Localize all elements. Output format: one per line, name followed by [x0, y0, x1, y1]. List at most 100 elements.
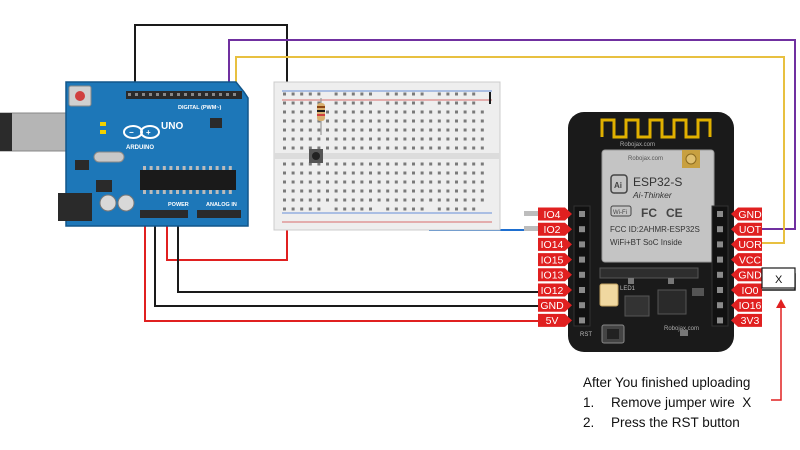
breadboard-hole: [386, 180, 390, 184]
breadboard-hole: [455, 207, 458, 211]
breadboard-hole: [437, 101, 441, 105]
instructions-note: After You finished uploading 1.Remove ju…: [583, 373, 751, 433]
breadboard-hole: [403, 189, 407, 193]
breadboard-hole: [429, 119, 433, 123]
pin-label-right: IO0: [742, 285, 759, 297]
header-pin: [579, 271, 585, 278]
breadboard-hole: [377, 128, 381, 132]
header-pin: [717, 211, 723, 217]
breadboard-hole: [334, 128, 338, 132]
wire-yellow-rx: [235, 56, 785, 244]
breadboard-hole: [308, 189, 312, 193]
breadboard-hole: [394, 128, 398, 132]
module-maker: Ai-Thinker: [632, 190, 673, 200]
wifi-logo: [610, 205, 632, 217]
breadboard-hole: [437, 128, 441, 132]
ai-logo: [610, 174, 628, 194]
breadboard-hole: [377, 137, 381, 141]
breadboard-hole: [300, 180, 304, 184]
breadboard-hole: [300, 128, 304, 132]
breadboard-hole: [386, 92, 390, 96]
breadboard-hole: [317, 198, 321, 202]
header-pin: [717, 271, 723, 278]
breadboard-hole: [446, 162, 450, 166]
breadboard-hole: [360, 162, 364, 166]
chip-pin: [195, 190, 199, 194]
breadboard-hole: [326, 162, 329, 166]
breadboard-hole: [377, 119, 381, 123]
chip-pin: [169, 166, 173, 170]
breadboard-hole: [472, 92, 476, 96]
breadboard-hole: [283, 128, 286, 132]
arduino-logo: − +: [123, 125, 160, 139]
pin-label-right: GND: [738, 209, 762, 221]
wifi-logo-glyph: Wi-Fi: [613, 210, 627, 216]
chip-pin: [182, 166, 186, 170]
breadboard-hole: [326, 128, 329, 132]
pin-label-left: IO4: [544, 209, 561, 221]
breadboard-hole: [437, 110, 441, 114]
pin-label-tag: [731, 253, 762, 267]
fcc-id: FCC ID:2AHMR-ESP32S: [610, 225, 700, 234]
breadboard-hole: [291, 137, 295, 141]
breadboard-hole: [394, 180, 398, 184]
breadboard-hole: [343, 162, 347, 166]
breadboard-hole: [472, 207, 476, 211]
breadboard-hole: [463, 189, 467, 193]
chip-pin: [156, 166, 160, 170]
breadboard-hole: [420, 180, 424, 184]
breadboard-hole: [455, 146, 458, 150]
chip-pin: [143, 166, 146, 170]
breadboard-hole: [463, 162, 467, 166]
pin-label-tag: [731, 283, 762, 297]
chip-pin: [189, 190, 193, 194]
breadboard-hole: [326, 110, 329, 114]
breadboard-hole: [446, 92, 450, 96]
breadboard-hole: [403, 119, 407, 123]
breadboard-hole: [308, 162, 312, 166]
breadboard-hole: [420, 110, 424, 114]
breadboard-hole: [334, 92, 338, 96]
breadboard-hole: [300, 162, 304, 166]
breadboard-hole: [420, 189, 424, 193]
breadboard-hole: [308, 128, 312, 132]
breadboard-hole: [437, 137, 441, 141]
led-label: LED1: [620, 286, 636, 292]
breadboard-hole: [351, 162, 355, 166]
breadboard-hole: [334, 189, 338, 193]
header-pin: [135, 93, 138, 96]
breadboard-hole: [351, 180, 355, 184]
breadboard-hole: [343, 146, 347, 150]
breadboard-hole: [300, 137, 304, 141]
breadboard-hole: [394, 171, 398, 175]
chip-pin: [182, 190, 186, 194]
breadboard-hole: [369, 119, 372, 123]
breadboard-hole: [403, 101, 407, 105]
breadboard-hole: [463, 171, 467, 175]
header-pin: [717, 241, 723, 248]
breadboard-hole: [360, 128, 364, 132]
instruction-step: 1.Remove jumper wire X: [583, 393, 751, 413]
breadboard-hole: [334, 146, 338, 150]
breadboard-hole: [317, 180, 321, 184]
header-pin: [128, 93, 131, 96]
breadboard-hole: [472, 198, 476, 202]
breadboard-hole: [291, 162, 295, 166]
breadboard-hole: [291, 180, 295, 184]
annotation-arrowhead: [776, 299, 786, 308]
breadboard-hole: [300, 110, 304, 114]
header-pin: [212, 93, 215, 96]
breadboard-hole: [377, 171, 381, 175]
breadboard-hole: [308, 110, 312, 114]
instructions-list: 1.Remove jumper wire X 2.Press the RST b…: [583, 393, 751, 433]
pin-label-right: IO16: [739, 300, 762, 312]
header-pin: [191, 93, 194, 96]
module-name: ESP32-S: [633, 175, 682, 189]
breadboard-hole: [403, 92, 407, 96]
chip-pin: [176, 190, 179, 194]
breadboard-hole: [317, 162, 321, 166]
breadboard-hole: [291, 189, 295, 193]
breadboard-hole: [394, 101, 398, 105]
